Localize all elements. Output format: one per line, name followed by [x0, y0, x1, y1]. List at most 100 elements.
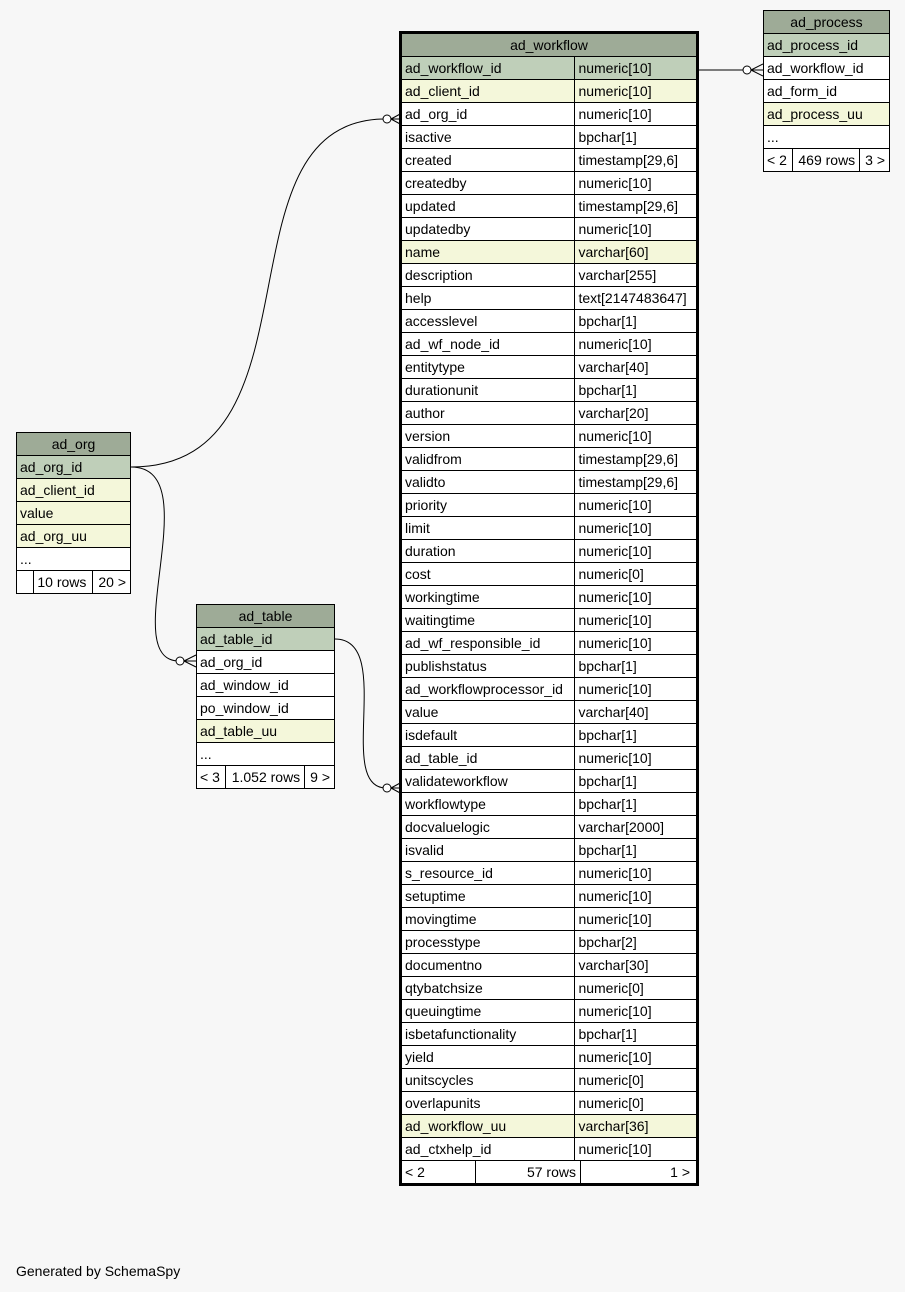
column-type: numeric[10] [574, 861, 697, 885]
column-name: ad_workflow_id [400, 56, 576, 80]
parents-link[interactable] [15, 570, 35, 594]
row-count: 469 rows [792, 148, 861, 172]
parents-link[interactable]: < 3 [195, 765, 227, 789]
column-name: version [400, 424, 576, 448]
more-columns: ... [16, 547, 131, 571]
column-name: ad_wf_responsible_id [400, 631, 576, 655]
column-type: bpchar[1] [574, 125, 697, 149]
column-type: numeric[0] [574, 976, 697, 1000]
column-type: varchar[255] [574, 263, 697, 287]
children-link[interactable]: 9 > [304, 765, 335, 789]
children-link[interactable]: 20 > [92, 570, 131, 594]
table-ad-org[interactable]: ad_org ad_org_id ad_client_id value ad_o… [15, 432, 131, 594]
link-org-workflow-zero-icon [382, 114, 392, 124]
column-name: documentno [400, 953, 576, 977]
column-type: numeric[10] [574, 1045, 697, 1069]
column-name: value [400, 700, 576, 724]
column-type: numeric[0] [574, 1091, 697, 1115]
table-title[interactable]: ad_process [763, 10, 890, 34]
table-title[interactable]: ad_table [196, 604, 335, 628]
column-type: bpchar[2] [574, 930, 697, 954]
column-name: ad_org_id [196, 650, 335, 674]
column-name: ad_window_id [196, 673, 335, 697]
parents-link[interactable]: < 2 [402, 1161, 476, 1183]
column-type: varchar[36] [574, 1114, 697, 1138]
table-title[interactable]: ad_org [16, 432, 131, 456]
column-name: limit [400, 516, 576, 540]
row-count: 57 rows [476, 1161, 581, 1183]
column-name: validateworkflow [400, 769, 576, 793]
link-org-table-zero-icon [175, 656, 185, 666]
column-type: numeric[10] [574, 332, 697, 356]
column-type: numeric[10] [574, 1137, 697, 1161]
link-table-workflow-zero-icon [382, 783, 392, 793]
column-name: durationunit [400, 378, 576, 402]
column-name: isvalid [400, 838, 576, 862]
children-link[interactable]: 3 > [859, 148, 890, 172]
column-name: ad_table_id [196, 627, 335, 651]
column-name: accesslevel [400, 309, 576, 333]
table-ad-table[interactable]: ad_table ad_table_id ad_org_id ad_window… [195, 604, 335, 789]
column-name: ad_org_uu [16, 524, 131, 548]
column-name: setuptime [400, 884, 576, 908]
more-columns: ... [196, 742, 335, 766]
column-name: s_resource_id [400, 861, 576, 885]
column-type: bpchar[1] [574, 792, 697, 816]
column-name: workingtime [400, 585, 576, 609]
column-name: validto [400, 470, 576, 494]
column-type: bpchar[1] [574, 378, 697, 402]
column-name: ad_workflow_uu [400, 1114, 576, 1138]
table-ad-process[interactable]: ad_process ad_process_id ad_workflow_id … [762, 10, 890, 172]
column-name: docvaluelogic [400, 815, 576, 839]
column-name: entitytype [400, 355, 576, 379]
column-type: numeric[10] [574, 608, 697, 632]
column-type: varchar[2000] [574, 815, 697, 839]
children-link[interactable]: 1 > [670, 1164, 690, 1180]
column-name: ad_wf_node_id [400, 332, 576, 356]
column-type: timestamp[29,6] [574, 470, 697, 494]
column-name: ad_workflowprocessor_id [400, 677, 576, 701]
column-type: numeric[10] [574, 516, 697, 540]
column-type: numeric[10] [574, 907, 697, 931]
column-type: bpchar[1] [574, 309, 697, 333]
column-name: ad_table_id [400, 746, 576, 770]
column-name: overlapunits [400, 1091, 576, 1115]
column-name: publishstatus [400, 654, 576, 678]
parents-link[interactable]: < 2 [762, 148, 794, 172]
column-type: numeric[10] [574, 884, 697, 908]
column-type: timestamp[29,6] [574, 148, 697, 172]
column-name: createdby [400, 171, 576, 195]
column-name: description [400, 263, 576, 287]
column-name: ad_ctxhelp_id [400, 1137, 576, 1161]
column-name: ad_process_id [763, 33, 890, 57]
table-title[interactable]: ad_workflow [401, 33, 697, 57]
column-type: numeric[10] [574, 677, 697, 701]
column-name: updated [400, 194, 576, 218]
link-table-workflow-crow-icon [390, 781, 403, 795]
